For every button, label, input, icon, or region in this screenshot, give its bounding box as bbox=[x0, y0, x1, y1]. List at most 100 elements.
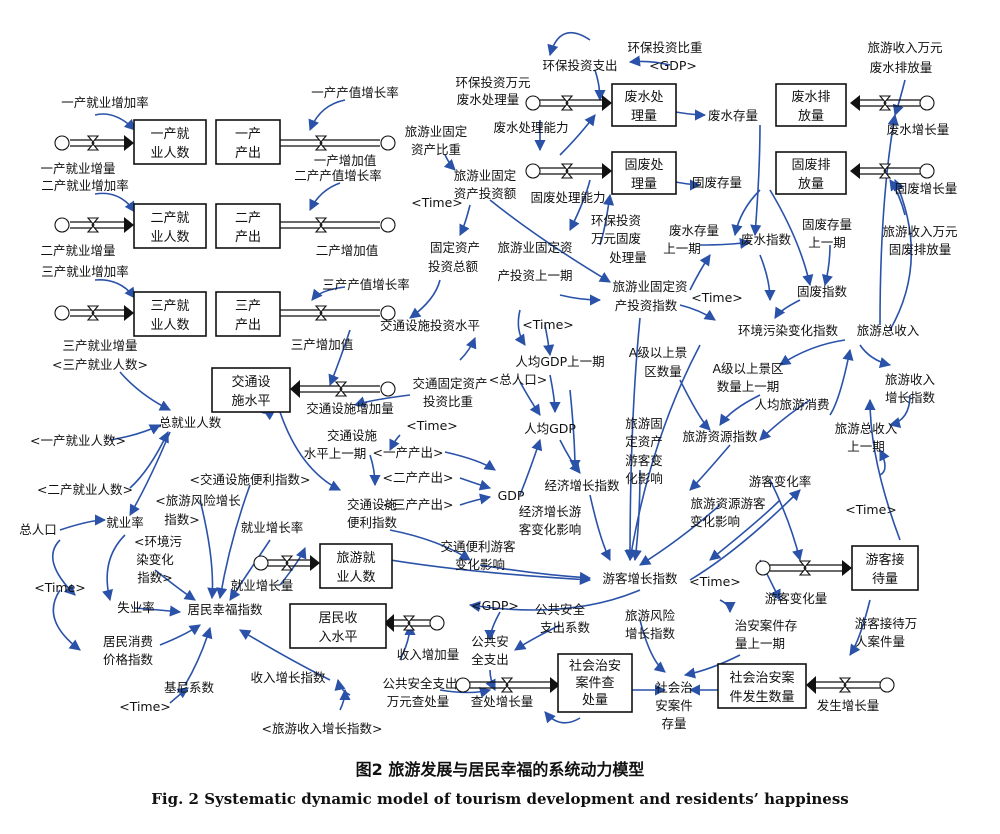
var-label: <旅游风险增长 bbox=[155, 493, 241, 508]
var-label: 上一期 bbox=[847, 439, 885, 454]
var-label: <Time> bbox=[691, 290, 743, 305]
variable-labels: 一产就业增加率 一产产值增长率 一产就业增量 一产增加值 二产就业增加率 二产产… bbox=[19, 40, 957, 736]
svg-text:待量: 待量 bbox=[872, 572, 898, 587]
figure-caption-cn: 图2 旅游发展与居民幸福的系统动力模型 bbox=[356, 760, 645, 779]
var-label: 人均GDP bbox=[524, 421, 576, 436]
var-label: 就业增长率 bbox=[241, 520, 304, 535]
var-label: 游客增长指数 bbox=[602, 571, 678, 586]
causal-links bbox=[51, 31, 913, 724]
svg-text:业人数: 业人数 bbox=[336, 570, 375, 585]
var-label: 居民幸福指数 bbox=[187, 602, 263, 617]
flow-valves bbox=[86, 95, 892, 693]
var-label: 废水存量 bbox=[669, 223, 719, 238]
var-label: 交通设施 bbox=[347, 497, 398, 512]
var-label: 旅游业固定资 bbox=[612, 279, 687, 294]
svg-text:社会治安案: 社会治安案 bbox=[729, 670, 794, 686]
var-label: 投资总额 bbox=[428, 259, 479, 274]
svg-text:废水处: 废水处 bbox=[624, 89, 663, 105]
var-label: 旅游收入万元 bbox=[867, 40, 942, 55]
svg-text:一产就: 一产就 bbox=[150, 127, 189, 142]
svg-text:二产: 二产 bbox=[235, 211, 261, 226]
var-label: 环保投资万元 bbox=[455, 75, 530, 90]
var-label: 旅游风险 bbox=[625, 608, 676, 623]
svg-text:业人数: 业人数 bbox=[150, 318, 189, 333]
var-label: <Time> bbox=[689, 574, 741, 589]
svg-text:固废排: 固废排 bbox=[791, 157, 830, 173]
var-label: 游客变化率 bbox=[749, 474, 812, 489]
var-label: 三产增加值 bbox=[291, 337, 354, 352]
svg-text:产出: 产出 bbox=[235, 230, 261, 245]
var-label: 环境污染变化指数 bbox=[738, 323, 839, 338]
var-label: 安案件 bbox=[655, 698, 693, 713]
var-label: <交通设施便利指数> bbox=[190, 472, 311, 487]
var-label: <环境污 bbox=[134, 534, 182, 549]
var-label: 废水排放量 bbox=[870, 60, 933, 75]
var-label: 社会治 bbox=[655, 680, 693, 695]
var-label: 三产就业增加率 bbox=[41, 264, 129, 279]
stock-solid-waste-treated: 固废处 理量 bbox=[611, 151, 677, 195]
var-label: 上一期 bbox=[663, 241, 701, 256]
svg-text:案件查: 案件查 bbox=[575, 676, 614, 691]
var-label: 旅游资源游客 bbox=[690, 496, 766, 511]
var-label: 交通设施 bbox=[327, 428, 378, 443]
var-label: 交通设施增加量 bbox=[306, 401, 394, 416]
var-label: 染变化 bbox=[136, 552, 174, 567]
figure-caption-en: Fig. 2 Systematic dynamic model of touri… bbox=[151, 790, 849, 808]
var-label: 量上一期 bbox=[735, 636, 785, 651]
var-label: 二产产值增长率 bbox=[294, 168, 382, 183]
stock-tourism-employment: 旅游就 业人数 bbox=[319, 543, 393, 589]
stock-secondary-employment: 二产就 业人数 bbox=[133, 203, 207, 249]
var-label: 客变化影响 bbox=[519, 522, 582, 537]
var-label: 废水存量 bbox=[708, 108, 758, 123]
svg-text:居民收: 居民收 bbox=[318, 611, 357, 626]
var-label: 二产就业增加率 bbox=[41, 178, 129, 193]
svg-text:交通设: 交通设 bbox=[231, 374, 270, 390]
var-label: <Time> bbox=[119, 699, 171, 714]
var-label: 经济增长游 bbox=[519, 504, 582, 519]
var-label: 人均GDP上一期 bbox=[515, 354, 604, 369]
svg-text:理量: 理量 bbox=[631, 109, 657, 124]
var-label: 一产就业增加率 bbox=[61, 95, 149, 110]
stock-wastewater-discharged: 废水排 放量 bbox=[775, 83, 847, 127]
var-label: 公共安 bbox=[471, 634, 509, 649]
var-label: 全支出 bbox=[471, 652, 509, 667]
var-label: 旅游业固定 bbox=[454, 168, 517, 183]
var-label: 废水处理量 bbox=[457, 92, 520, 107]
var-label: 二产就业增量 bbox=[40, 243, 115, 258]
var-label: 固废指数 bbox=[797, 284, 848, 299]
var-label: 变化影响 bbox=[690, 514, 740, 529]
var-label: <二产产出> bbox=[383, 470, 454, 485]
stock-tertiary-output: 三产 产出 bbox=[215, 291, 281, 337]
var-label: 旅游总收入 bbox=[835, 421, 898, 436]
svg-text:三产: 三产 bbox=[235, 299, 261, 314]
var-label: 固废排放量 bbox=[889, 242, 952, 257]
svg-text:产出: 产出 bbox=[235, 146, 261, 161]
svg-text:旅游就: 旅游就 bbox=[336, 551, 375, 566]
var-label: 增长指数 bbox=[625, 626, 676, 641]
var-label: 万元查处量 bbox=[387, 694, 450, 709]
var-label: 固定资产 bbox=[430, 240, 480, 255]
stock-cases-occurred: 社会治安案 件发生数量 bbox=[717, 663, 807, 709]
var-label: 总就业人数 bbox=[159, 415, 222, 430]
var-label: <GDP> bbox=[471, 598, 519, 613]
var-label: 指数> bbox=[164, 512, 199, 527]
var-label: 资产比重 bbox=[411, 142, 461, 157]
var-label: 三产产值增长率 bbox=[322, 277, 410, 292]
var-label: 一产产值增长率 bbox=[311, 85, 399, 100]
var-label: 便利指数 bbox=[347, 515, 398, 530]
var-label: 环保投资支出 bbox=[542, 58, 617, 73]
var-label: 固废存量 bbox=[802, 217, 852, 232]
var-label: 交通固定资产 bbox=[412, 376, 487, 391]
stock-secondary-output: 二产 产出 bbox=[215, 203, 281, 249]
var-label: 支出系数 bbox=[540, 620, 591, 635]
svg-text:社会治安: 社会治安 bbox=[569, 658, 621, 674]
var-label: 化影响 bbox=[625, 471, 663, 486]
var-label: <一产就业人数> bbox=[30, 433, 126, 448]
svg-text:放量: 放量 bbox=[798, 177, 824, 192]
var-label: 固废增长量 bbox=[895, 181, 958, 196]
stock-primary-output: 一产 产出 bbox=[215, 119, 281, 165]
var-label: 处理量 bbox=[609, 250, 647, 265]
var-label: 失业率 bbox=[117, 600, 155, 615]
